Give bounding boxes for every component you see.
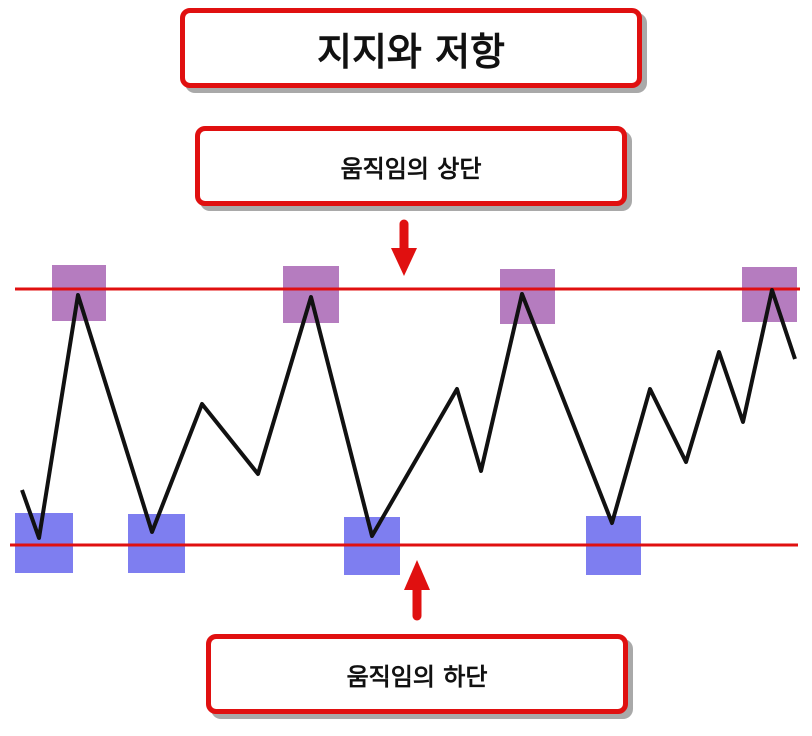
upper-label: 움직임의 상단: [340, 154, 482, 183]
lower-label-box: 움직임의 하단: [206, 634, 628, 714]
resistance-marker: [500, 269, 555, 324]
title-box: 지지와 저항: [180, 8, 642, 88]
down-arrow: [391, 219, 417, 276]
resistance-marker: [283, 266, 339, 323]
price-path: [20, 288, 797, 540]
resistance-markers: [52, 265, 797, 324]
diagram-title: 지지와 저항: [316, 29, 506, 74]
lower-label: 움직임의 하단: [346, 662, 488, 691]
up-arrow: [404, 560, 430, 621]
upper-label-box: 움직임의 상단: [195, 126, 627, 206]
support-marker: [15, 513, 73, 573]
resistance-marker: [52, 265, 106, 321]
